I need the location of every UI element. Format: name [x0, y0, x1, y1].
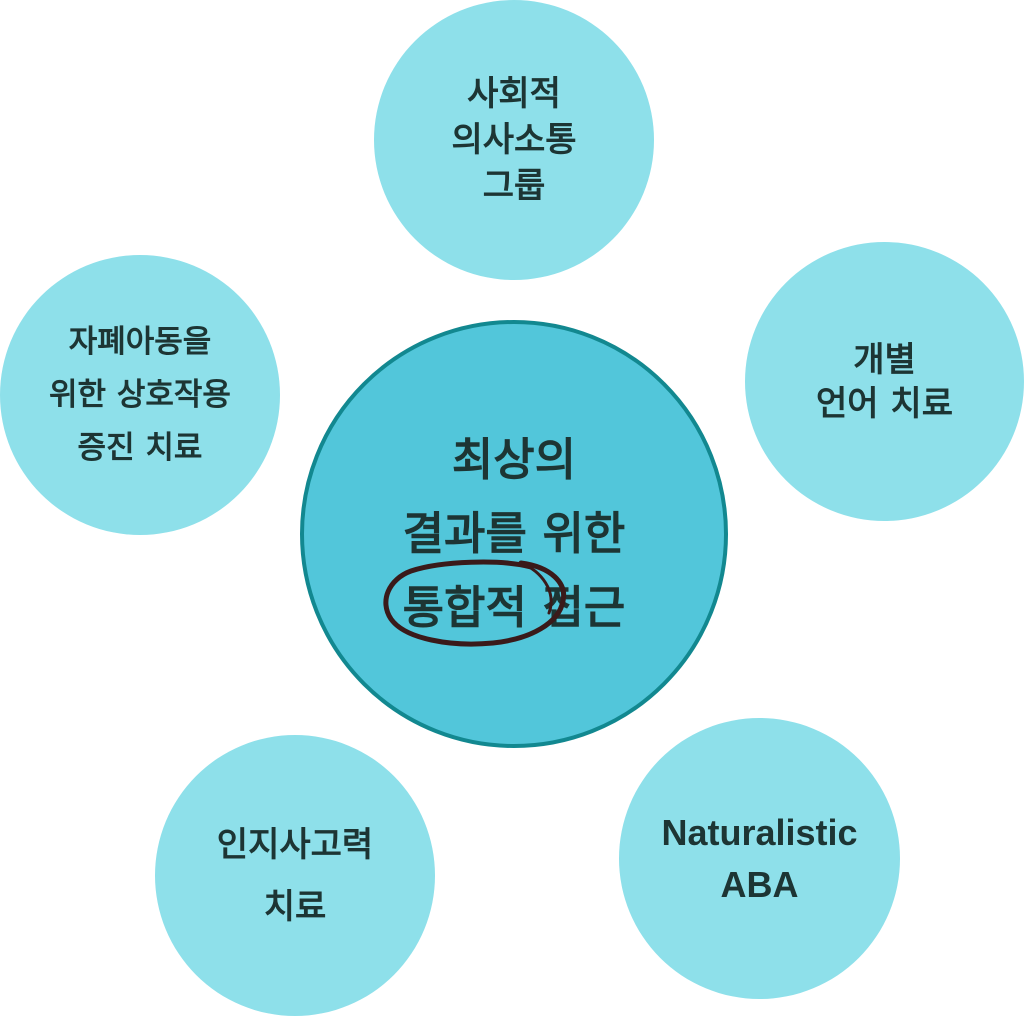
center-label-last-line: 통합적 접근 [383, 559, 626, 647]
node-label: 인지사고력 [216, 824, 374, 865]
node-label: 그룹 [482, 166, 546, 206]
node-label: ABA [720, 863, 799, 905]
center-label: 결과를 위한 [402, 507, 626, 560]
circled-highlight: 통합적 [383, 559, 566, 647]
center-label: 최상의 [451, 433, 577, 486]
node-social-communication-group: 사회적 의사소통 그룹 [374, 0, 654, 280]
node-label: 치료 [263, 886, 327, 927]
node-naturalistic-aba: Naturalistic ABA [619, 718, 900, 999]
node-label: 개별 [853, 339, 916, 380]
node-label: Naturalistic [661, 811, 858, 853]
node-cognitive-therapy: 인지사고력 치료 [155, 735, 435, 1016]
node-label: 위한 상호작용 [49, 376, 231, 413]
node-label: 언어 치료 [816, 383, 953, 424]
highlight-word: 통합적 [402, 581, 527, 634]
node-label: 증진 치료 [77, 429, 203, 466]
center-node-integrated-approach: 최상의 결과를 위한 통합적 접근 [300, 320, 728, 748]
node-individual-speech-therapy: 개별 언어 치료 [745, 242, 1024, 521]
node-label: 자폐아동을 [68, 323, 212, 360]
node-label: 의사소통 [451, 120, 577, 160]
node-interaction-therapy: 자폐아동을 위한 상호작용 증진 치료 [0, 255, 280, 535]
node-label: 사회적 [467, 74, 561, 114]
center-label-tail: 접근 [542, 581, 626, 634]
